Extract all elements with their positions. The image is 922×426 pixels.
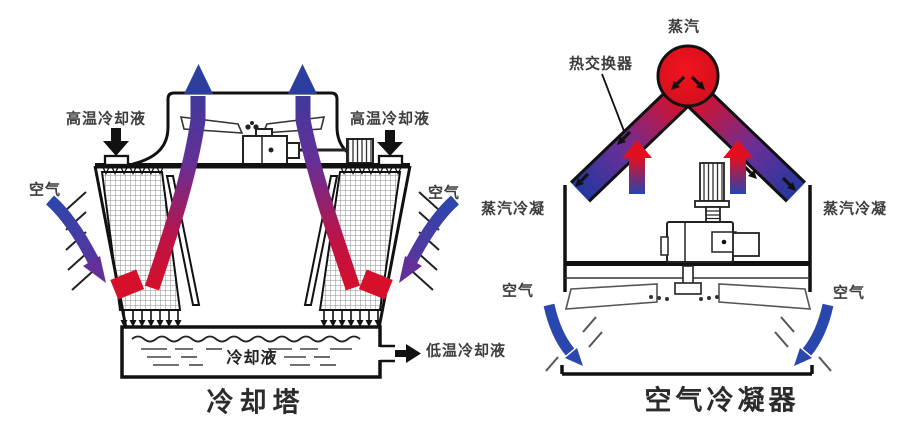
updraft-arrow-right: [723, 140, 753, 194]
label-hot-coolant-right: 高温冷却液: [349, 110, 431, 128]
outlet-pipe: [380, 344, 395, 363]
drip-arrows-icon: [119, 310, 383, 328]
motor-icon: [346, 138, 374, 164]
air-inlet-arrow-right: [399, 195, 460, 283]
tower-walls: [93, 165, 412, 329]
condenser-motor-icon: [694, 162, 730, 223]
air-intake-arrow-right: [794, 303, 834, 366]
air-intake-arrow-left: [543, 303, 583, 366]
air-condenser-drawing: [543, 44, 834, 376]
label-steam: 蒸汽: [667, 18, 701, 36]
label-air-tower-right: 空气: [427, 184, 461, 202]
label-hot-coolant-left: 高温冷却液: [65, 110, 147, 128]
hot-air-plume-right: [288, 64, 361, 291]
title-cooling-tower: 冷却塔: [206, 387, 306, 418]
steam-drum-icon: [656, 44, 720, 108]
label-cold-coolant-out: 低温冷却液: [425, 342, 507, 360]
label-heat-exchanger: 热交换器: [568, 55, 634, 73]
label-air-condenser-right: 空气: [832, 284, 866, 302]
condenser-walls: [563, 185, 812, 292]
hot-zone-icon: [110, 269, 393, 300]
label-air-tower-left: 空气: [28, 181, 62, 199]
air-inlet-arrow-left: [45, 195, 106, 283]
outlet-arrow-icon: [395, 344, 421, 363]
hot-inlet-right: [377, 130, 404, 167]
condenser-tube-left: [569, 86, 690, 203]
label-basin-coolant: 冷却液: [226, 350, 278, 367]
hot-air-plume-left: [144, 64, 213, 291]
tower-deck: [95, 163, 410, 169]
water-dashes-icon: [141, 348, 352, 366]
gearbox-icon: [242, 128, 347, 165]
condenser-tube-right: [686, 86, 807, 203]
condenser-gearbox-icon: [660, 221, 760, 263]
water-surface-icon: [131, 335, 361, 343]
basin: [120, 325, 421, 379]
heat-exchanger-pointer: [601, 73, 625, 132]
hot-inlet-left: [103, 128, 130, 167]
air-hatch-lines: [545, 316, 832, 372]
label-condensate-right: 蒸汽冷凝: [822, 200, 888, 218]
label-air-condenser-left: 空气: [501, 282, 535, 300]
condenser-fan-icon: [564, 265, 812, 310]
label-condensate-left: 蒸汽冷凝: [480, 200, 546, 218]
updraft-arrow-left: [622, 140, 652, 194]
baseline: [560, 365, 814, 376]
cooling-tower-drawing: [45, 64, 460, 379]
title-air-condenser: 空气冷凝器: [644, 385, 800, 416]
condenser-deck: [565, 261, 810, 266]
